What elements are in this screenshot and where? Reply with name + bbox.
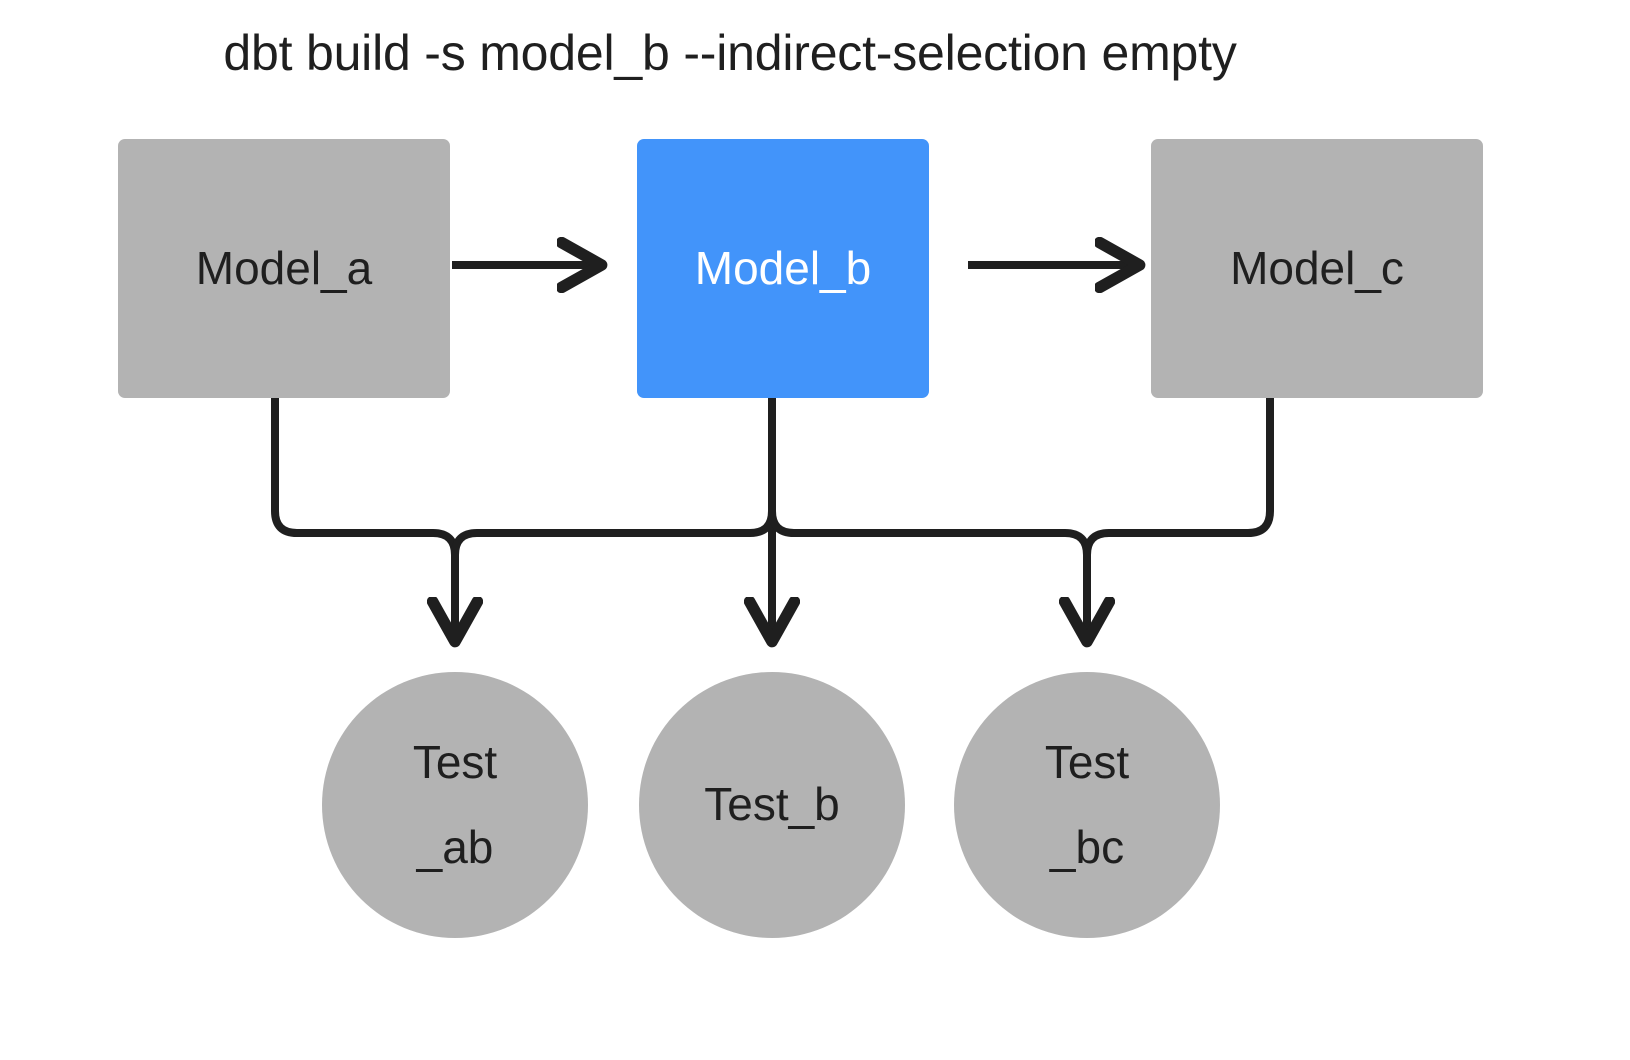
node-test-b-label-line1: Test_b bbox=[704, 778, 840, 831]
node-model-b[interactable]: Model_b bbox=[637, 139, 929, 398]
edge-model-c-to-test-bc bbox=[1087, 398, 1274, 640]
node-test-ab[interactable]: Test _ab bbox=[322, 672, 588, 938]
diagram-title: dbt build -s model_b --indirect-selectio… bbox=[223, 25, 1237, 81]
node-test-bc[interactable]: Test _bc bbox=[954, 672, 1220, 938]
node-test-ab-label-line2: _ab bbox=[416, 821, 494, 873]
edge-model-b-to-test-ab bbox=[451, 398, 776, 640]
node-model-a[interactable]: Model_a bbox=[118, 139, 450, 398]
node-test-bc-label-line1: Test bbox=[1044, 735, 1130, 788]
node-test-b[interactable]: Test_b bbox=[639, 672, 905, 938]
node-test-bc-label-line2: _bc bbox=[1049, 821, 1125, 873]
node-model-c-label: Model_c bbox=[1230, 242, 1404, 295]
node-model-a-label: Model_a bbox=[195, 242, 373, 295]
edge-model-a-to-test-ab bbox=[271, 398, 455, 640]
node-model-b-label: Model_b bbox=[694, 242, 872, 295]
node-model-c[interactable]: Model_c bbox=[1151, 139, 1483, 398]
node-test-ab-label-line1: Test bbox=[412, 735, 498, 788]
edge-model-b-to-test-bc bbox=[768, 398, 1091, 640]
